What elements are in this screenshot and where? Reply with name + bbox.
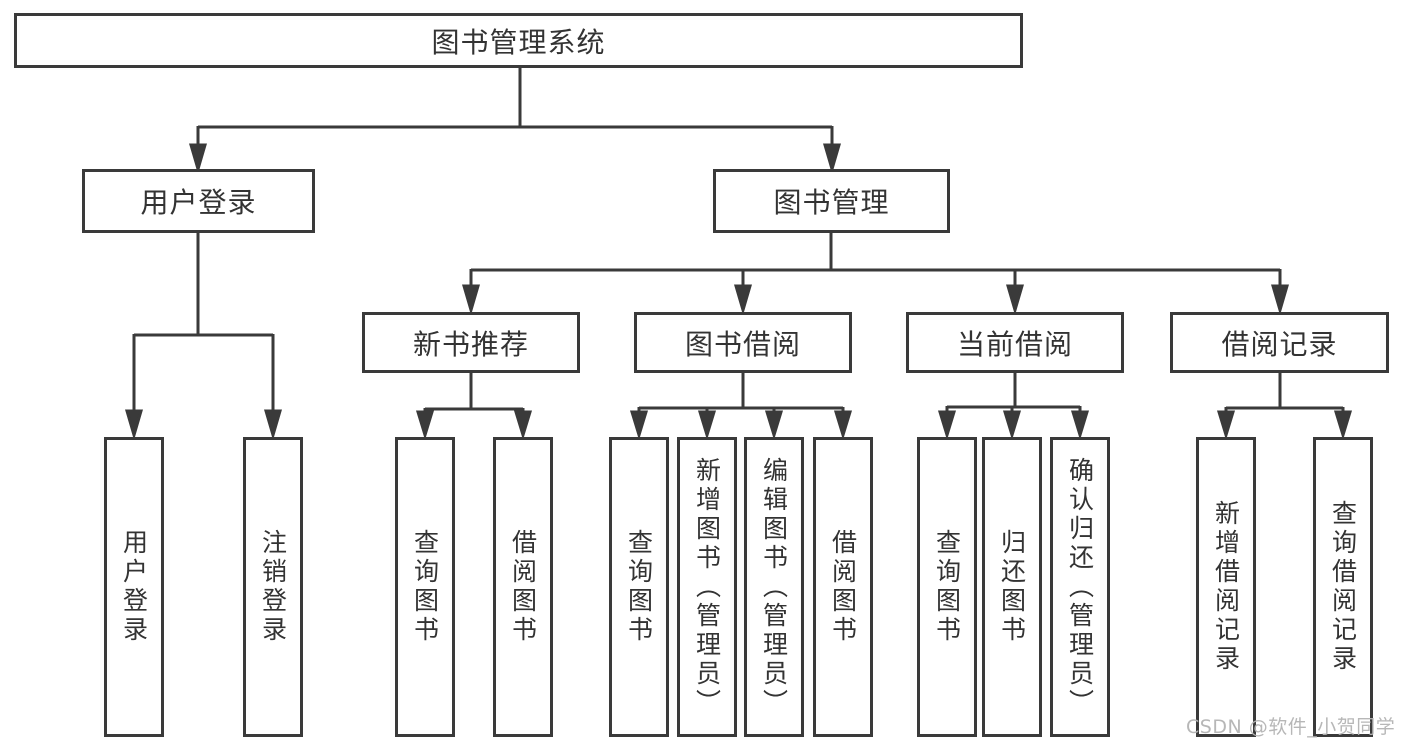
node-new-book-recommend: 新书推荐 [362,312,580,373]
leaf-newbook-borrow-books: 借阅图书 [493,437,553,737]
leaf-borrowing-edit-books-admin: 编辑图书（管理员） [744,437,804,737]
node-root: 图书管理系统 [14,13,1023,68]
edge-current-borrowing-to-leaves [937,373,1090,441]
leaf-borrowing-add-books-admin: 新增图书（管理员） [677,437,737,737]
node-current-borrowing: 当前借阅 [906,312,1124,373]
leaf-logout-login: 注销登录 [243,437,303,737]
leaf-newbook-query-books: 查询图书 [395,437,455,737]
edge-borrow-records-to-leaves [1216,373,1353,441]
node-book-borrowing: 图书借阅 [634,312,852,373]
leaf-records-add-borrow-record: 新增借阅记录 [1196,437,1256,737]
node-user-login: 用户登录 [82,169,315,233]
node-book-management: 图书管理 [713,169,950,233]
csdn-watermark: CSDN @软件_小贺同学 [1186,716,1396,738]
edge-root-to-level2 [189,68,841,175]
leaf-records-query-borrow-record: 查询借阅记录 [1313,437,1373,737]
leaf-current-query-books: 查询图书 [917,437,977,737]
leaf-user-login: 用户登录 [104,437,164,737]
edge-book-borrowing-to-leaves [629,373,853,441]
edge-user-login-to-leaves [125,233,282,441]
leaf-borrowing-borrow-books: 借阅图书 [813,437,873,737]
edge-new-book-recommend-to-leaves [415,373,533,441]
leaf-borrowing-query-books: 查询图书 [609,437,669,737]
leaf-current-confirm-return-admin: 确认归还（管理员） [1050,437,1110,737]
edge-book-management-to-level3 [462,233,1289,316]
node-borrow-records: 借阅记录 [1170,312,1389,373]
leaf-current-return-books: 归还图书 [982,437,1042,737]
